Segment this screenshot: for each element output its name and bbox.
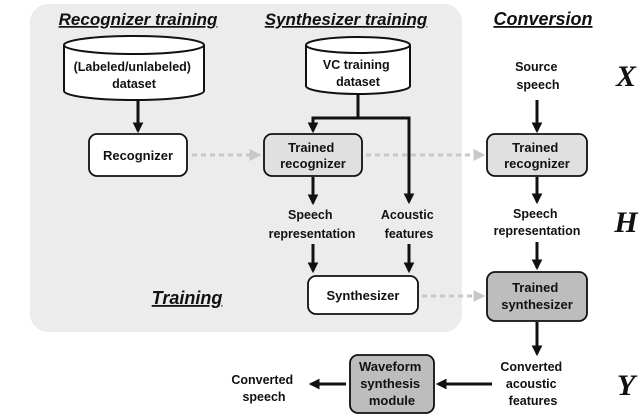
conversion-speech-representation-label: Speech representation	[494, 207, 581, 238]
header-synthesizer-training: Synthesizer training	[265, 10, 428, 29]
header-training: Training	[152, 288, 223, 308]
recognizer-label: Recognizer	[103, 148, 173, 163]
trained-synthesizer-line2: synthesizer	[501, 297, 573, 312]
conv-trained-recognizer-line2: recognizer	[504, 156, 570, 171]
svg-text:Trained recognizer: Trained recognizer	[504, 140, 570, 171]
recognizer-box: Recognizer	[88, 133, 188, 177]
svg-text:(Labeled/unlabeled) data: (Labeled/unlabeled) dataset	[74, 60, 195, 91]
waveform-line1: Waveform	[359, 359, 421, 374]
svg-text:Synthesizer: Synthesizer	[327, 288, 400, 303]
labeled-dataset-line2: dataset	[112, 77, 157, 91]
vc-dataset-line2: dataset	[336, 75, 381, 89]
acoustic-features-label: Acoustic features	[381, 208, 437, 241]
symbol-x: X	[615, 60, 637, 93]
symbol-h: H	[613, 206, 639, 239]
waveform-line2: synthesis	[360, 376, 420, 391]
svg-text:Trained synthesizer: Trained synthesizer	[501, 280, 573, 312]
arrow-vc-dataset-to-trained-recognizer	[307, 95, 360, 134]
header-conversion: Conversion	[493, 9, 592, 29]
converted-speech-label: Converted speech	[231, 373, 296, 404]
conv-trained-recognizer-line1: Trained	[512, 140, 558, 155]
converted-acoustic-features-label: Converted acoustic features	[500, 360, 565, 408]
waveform-line3: module	[369, 393, 415, 408]
vc-dataset-line1: VC training	[323, 58, 390, 72]
trained-recognizer-box: Trained recognizer	[263, 133, 363, 177]
synthesizer-label: Synthesizer	[327, 288, 400, 303]
labeled-dataset-cylinder: (Labeled/unlabeled) dataset	[63, 35, 205, 101]
header-recognizer-training: Recognizer training	[59, 10, 218, 29]
svg-text:VC training dataset: VC training dataset	[323, 58, 393, 89]
symbol-y: Y	[617, 369, 638, 402]
svg-text:Waveform synthesis: Waveform synthesis module	[359, 359, 425, 408]
trained-synthesizer-box: Trained synthesizer	[486, 271, 588, 322]
trained-recognizer-line1: Trained	[288, 140, 334, 155]
speech-representation-label: Speech representation	[269, 208, 356, 241]
vc-training-dataset-cylinder: VC training dataset	[305, 36, 411, 95]
conversion-trained-recognizer-box: Trained recognizer	[486, 133, 588, 177]
trained-recognizer-line2: recognizer	[280, 156, 346, 171]
synthesizer-box: Synthesizer	[307, 275, 419, 315]
waveform-synthesis-module-box: Waveform synthesis module	[349, 354, 435, 414]
source-speech-label: Source speech	[515, 60, 561, 92]
svg-text:Recognizer: Recognizer	[103, 148, 173, 163]
svg-text:Trained recognizer: Trained recognizer	[280, 140, 346, 171]
labeled-dataset-line1: (Labeled/unlabeled)	[74, 60, 191, 74]
trained-synthesizer-line1: Trained	[512, 280, 558, 295]
arrow-vc-dataset-to-acoustic-features	[358, 116, 415, 205]
